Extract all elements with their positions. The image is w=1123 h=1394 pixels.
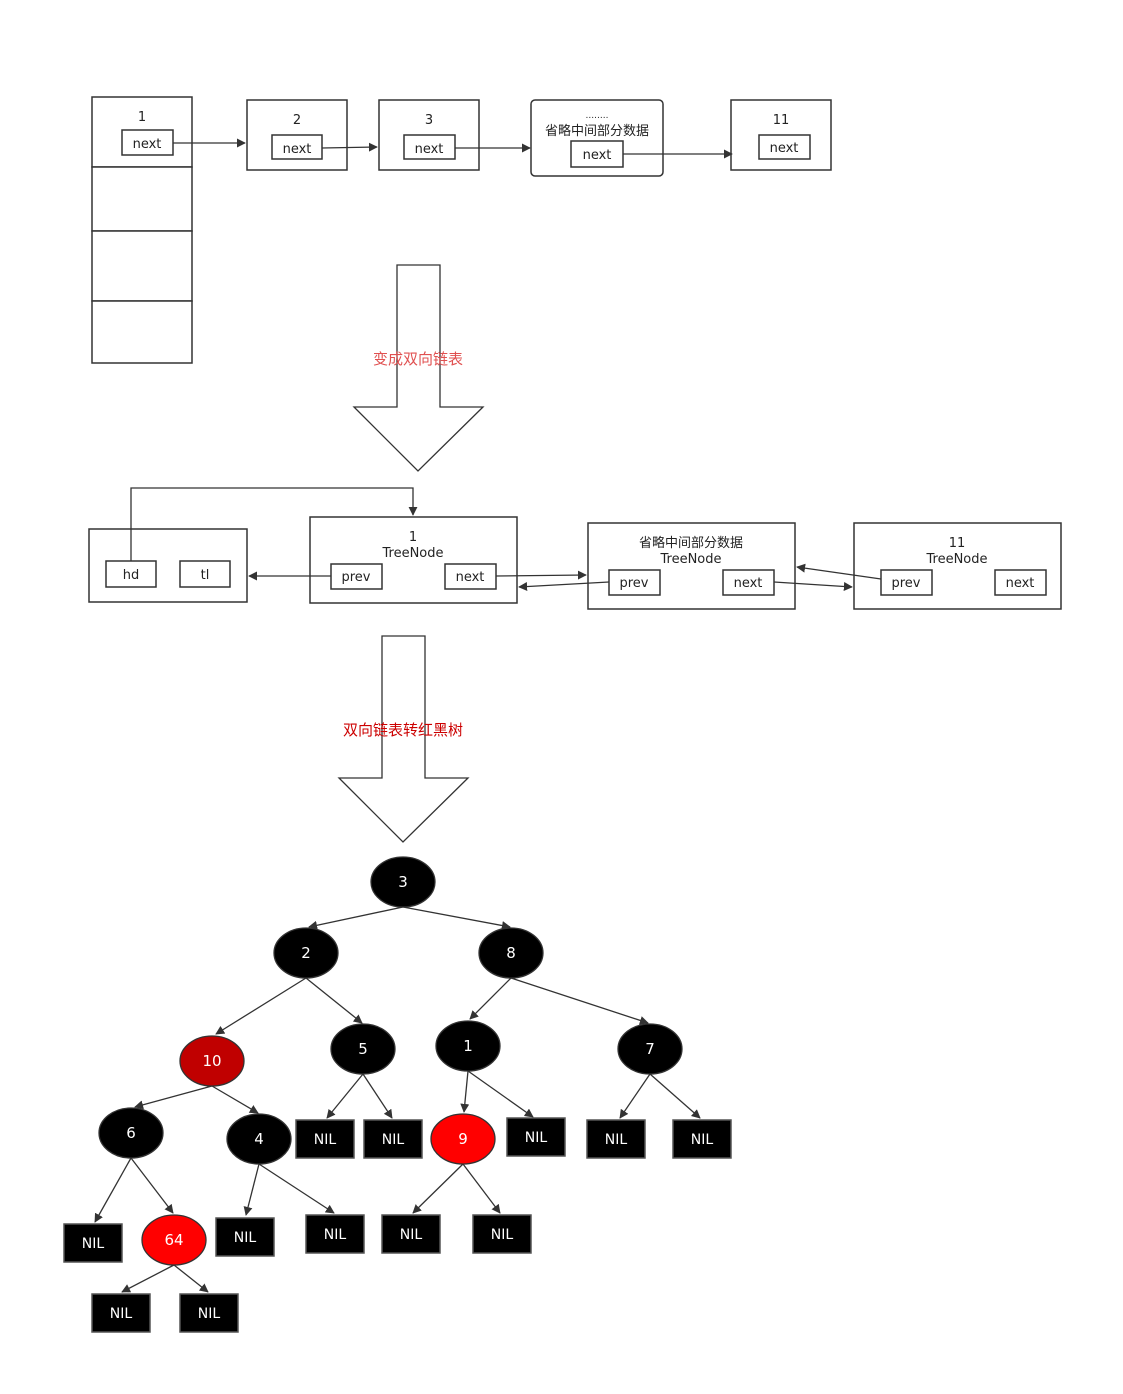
nil-label: NIL — [110, 1306, 133, 1322]
omitted-text: 省略中间部分数据 — [545, 123, 649, 139]
tree-node-1-num: 1 — [409, 530, 417, 545]
tl-label: tl — [201, 568, 210, 583]
doubly-arrows — [130, 487, 882, 592]
nil-leaf: NIL — [179, 1293, 239, 1333]
list-node-11-next: next — [770, 141, 799, 156]
omitted-dots: ........ — [586, 111, 609, 121]
tree-node-11: 11 TreeNode prev next — [853, 522, 1062, 610]
tree-node-11-prev: prev — [891, 576, 920, 591]
rb-node-9-label: 9 — [458, 1130, 468, 1148]
nil-leaves: NIL NIL NIL NIL NIL NIL NIL NIL NIL NIL … — [63, 1117, 732, 1333]
transform-arrow-2: 双向链表转红黑树 — [337, 635, 470, 843]
tree-node-11-next: next — [1006, 576, 1035, 591]
list-node-2-next: next — [283, 142, 312, 157]
tree-node-1: 1 TreeNode prev next — [309, 516, 518, 604]
rb-node-3-label: 3 — [398, 873, 408, 891]
bucket-cell-2 — [91, 166, 193, 232]
nil-leaf: NIL — [63, 1223, 123, 1263]
nil-label: NIL — [525, 1130, 548, 1146]
list-node-2: 2 next — [246, 99, 348, 171]
rb-node-10: 10 — [179, 1035, 245, 1087]
rb-node-4-label: 4 — [254, 1130, 264, 1148]
nil-leaf: NIL — [215, 1217, 275, 1257]
nil-label: NIL — [491, 1227, 514, 1243]
nil-leaf: NIL — [472, 1214, 532, 1254]
bucket-array: 1 next — [91, 96, 193, 364]
rb-node-1-label: 1 — [463, 1037, 473, 1055]
bucket-next-label: next — [133, 137, 162, 152]
rb-node-4: 4 — [226, 1113, 292, 1165]
omitted-next: next — [583, 148, 612, 163]
rb-node-6: 6 — [98, 1107, 164, 1159]
nil-leaf: NIL — [381, 1214, 441, 1254]
arrow-1-label: 变成双向链表 — [373, 350, 463, 368]
rb-node-8-label: 8 — [506, 944, 516, 962]
nil-label: NIL — [605, 1132, 628, 1148]
rb-node-10-label: 10 — [202, 1052, 221, 1070]
tree-nodes: 3 2 8 10 5 1 7 6 — [98, 856, 683, 1266]
nil-leaf: NIL — [91, 1293, 151, 1333]
arrow-2-label: 双向链表转红黑树 — [343, 721, 463, 739]
bucket-next-field — [121, 129, 174, 156]
tl-field — [179, 560, 231, 588]
rb-node-2-label: 2 — [301, 944, 311, 962]
tree-node-omitted-type: TreeNode — [659, 552, 721, 567]
list-node-3-next: next — [415, 142, 444, 157]
bucket-first-label: 1 — [138, 110, 146, 125]
rb-node-1: 1 — [435, 1020, 501, 1072]
tree-node-omitted-prev: prev — [619, 576, 648, 591]
nil-label: NIL — [82, 1236, 105, 1252]
rb-node-7: 7 — [617, 1023, 683, 1075]
list-node-3-label: 3 — [425, 113, 433, 128]
nil-label: NIL — [234, 1230, 257, 1246]
list-node-11-label: 11 — [773, 113, 790, 128]
rb-node-3: 3 — [370, 856, 436, 908]
transform-arrow-1: 变成双向链表 — [352, 264, 485, 472]
tree-node-omitted-next: next — [734, 576, 763, 591]
nil-label: NIL — [198, 1306, 221, 1322]
tree-node-11-num: 11 — [949, 536, 966, 551]
tree-node-1-prev: prev — [341, 570, 370, 585]
list-node-omitted: ........ 省略中间部分数据 next — [530, 99, 664, 177]
nil-leaf: NIL — [672, 1119, 732, 1159]
nil-label: NIL — [691, 1132, 714, 1148]
rb-node-5: 5 — [330, 1023, 396, 1075]
nil-leaf: NIL — [506, 1117, 566, 1157]
nil-leaf: NIL — [363, 1119, 423, 1159]
hd-label: hd — [123, 568, 140, 583]
nil-label: NIL — [314, 1132, 337, 1148]
rb-node-5-label: 5 — [358, 1040, 368, 1058]
nil-label: NIL — [324, 1227, 347, 1243]
nil-leaf: NIL — [305, 1214, 365, 1254]
nil-label: NIL — [382, 1132, 405, 1148]
tree-node-omitted-text: 省略中间部分数据 — [639, 535, 743, 551]
rb-node-64-label: 64 — [164, 1231, 183, 1249]
rb-node-8: 8 — [478, 927, 544, 979]
rb-node-7-label: 7 — [645, 1040, 655, 1058]
rb-node-64: 64 — [141, 1214, 207, 1266]
rb-node-6-label: 6 — [126, 1124, 136, 1142]
list-node-2-label: 2 — [293, 113, 301, 128]
tree-node-1-next: next — [456, 570, 485, 585]
rb-node-2: 2 — [273, 927, 339, 979]
tree-edges — [94, 906, 701, 1293]
tree-node-omitted: 省略中间部分数据 TreeNode prev next — [587, 522, 796, 610]
tree-node-1-type: TreeNode — [381, 546, 443, 561]
list-node-11: 11 next — [730, 99, 832, 171]
bucket-cell-4 — [91, 300, 193, 364]
list-node-3: 3 next — [378, 99, 480, 171]
bucket-cell-3 — [91, 230, 193, 302]
nil-label: NIL — [400, 1227, 423, 1243]
head-tail-box: hd tl — [88, 528, 248, 603]
tree-node-11-type: TreeNode — [925, 552, 987, 567]
singly-arrows — [173, 138, 733, 159]
nil-leaf: NIL — [586, 1119, 646, 1159]
rb-node-9: 9 — [430, 1113, 496, 1165]
hd-field — [105, 560, 157, 588]
nil-leaf: NIL — [295, 1119, 355, 1159]
